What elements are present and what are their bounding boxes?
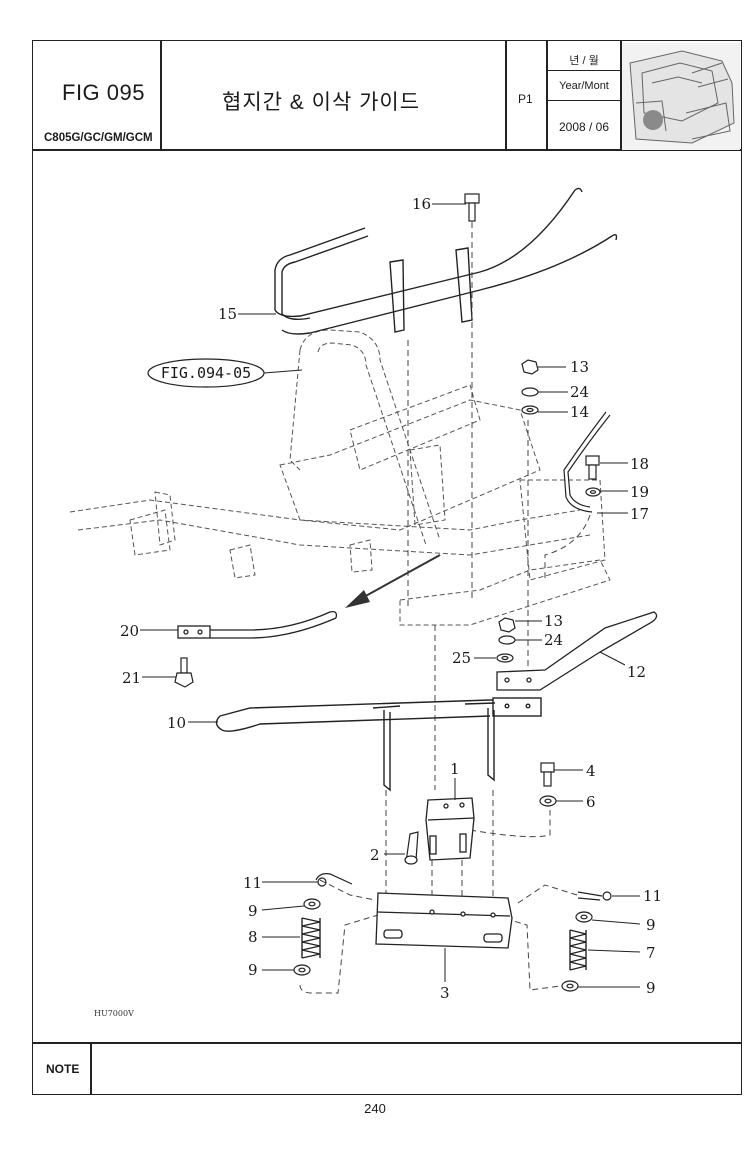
header-divider [32, 149, 742, 151]
callout-25: 25 [452, 649, 471, 667]
part-20-guide [177, 610, 338, 639]
page-title: 협지간 & 이삭 가이드 [222, 91, 421, 114]
header-col-divider-2 [505, 40, 507, 150]
washer-9-right-bottom [561, 980, 579, 992]
part-3-base-plate [375, 892, 513, 949]
callout-12: 12 [627, 663, 646, 681]
callout-7: 7 [646, 944, 656, 962]
pin-11-left [315, 873, 353, 887]
callout-1: 1 [450, 760, 460, 778]
callout-18: 18 [630, 455, 649, 473]
washer-24-upper [521, 387, 539, 397]
washer-6 [539, 795, 557, 807]
header-col-divider-3 [546, 40, 548, 150]
bolt-4 [540, 762, 555, 787]
note-label: NOTE [46, 1062, 80, 1076]
callout-14: 14 [570, 403, 589, 421]
washer-25 [496, 653, 514, 663]
callout-9-left-bottom: 9 [248, 961, 258, 979]
callout-3: 3 [440, 984, 450, 1002]
spring-7 [569, 929, 587, 971]
callout-9-right-top: 9 [646, 916, 656, 934]
revision-date: 2008 / 06 [558, 120, 610, 134]
figure-number: FIG 095 [62, 80, 145, 105]
leader-lines [140, 203, 641, 988]
callout-4: 4 [586, 762, 596, 780]
washer-9-left-bottom [293, 964, 311, 976]
page-frame [32, 40, 742, 1095]
callout-16: 16 [412, 195, 431, 213]
callout-11-left: 11 [243, 874, 262, 892]
note-col-divider [90, 1042, 92, 1095]
callout-24-upper: 24 [570, 383, 589, 401]
figure-reference-label: FIG.094-05 [161, 364, 251, 382]
figure-reference-callout: FIG.094-05 [147, 358, 303, 388]
nut-13-lower [498, 617, 516, 633]
washer-24-lower [498, 635, 516, 645]
year-label-en: Year/Mont [559, 80, 609, 92]
bolt-18 [585, 455, 600, 480]
callout-13-upper: 13 [570, 358, 589, 376]
year-label-ko: 년 / 월 [569, 55, 599, 67]
nut-13-upper [521, 359, 539, 375]
page-number: 240 [364, 1101, 386, 1116]
main-frame-reference [69, 329, 611, 626]
part-12-plate [496, 611, 658, 691]
model-list: C805G/GC/GM/GCM [44, 132, 153, 144]
callout-20: 20 [120, 622, 139, 640]
spring-8 [301, 917, 321, 959]
callout-11-right: 11 [643, 887, 662, 905]
callout-6: 6 [586, 793, 596, 811]
direction-arrow [345, 554, 441, 608]
sheet-number: P1 [518, 92, 533, 106]
part-1-bracket [425, 797, 475, 861]
header-col-divider-4 [620, 40, 622, 150]
note-divider [32, 1042, 742, 1044]
callout-19: 19 [630, 483, 649, 501]
bolt-2 [404, 831, 419, 865]
callout-15: 15 [218, 305, 237, 323]
assembly-lines [299, 222, 591, 994]
year-row-divider-1 [546, 70, 621, 71]
bolt-16 [464, 193, 480, 222]
header-col-divider-1 [160, 40, 162, 150]
callout-13-lower: 13 [544, 612, 563, 630]
bolt-21 [174, 657, 194, 688]
callout-10: 10 [167, 714, 186, 732]
machine-thumbnail [622, 43, 740, 150]
washer-9-right-top [575, 911, 593, 923]
callout-21: 21 [122, 669, 141, 687]
callout-2: 2 [370, 846, 380, 864]
pin-11-right [577, 891, 612, 901]
callout-24-lower: 24 [544, 631, 563, 649]
washer-9-left-top [303, 898, 321, 910]
callout-8: 8 [248, 928, 258, 946]
callout-17: 17 [630, 505, 649, 523]
rod-17 [563, 411, 611, 513]
callout-9-right-bottom: 9 [646, 979, 656, 997]
washer-14 [521, 405, 539, 415]
part-10-guide-rod [215, 697, 542, 792]
callout-9-left-top: 9 [248, 902, 258, 920]
year-row-divider-2 [546, 100, 621, 101]
washer-19 [585, 487, 601, 497]
part-15-guide-rail [274, 187, 618, 335]
drawing-code: HU7000V [94, 1009, 134, 1018]
